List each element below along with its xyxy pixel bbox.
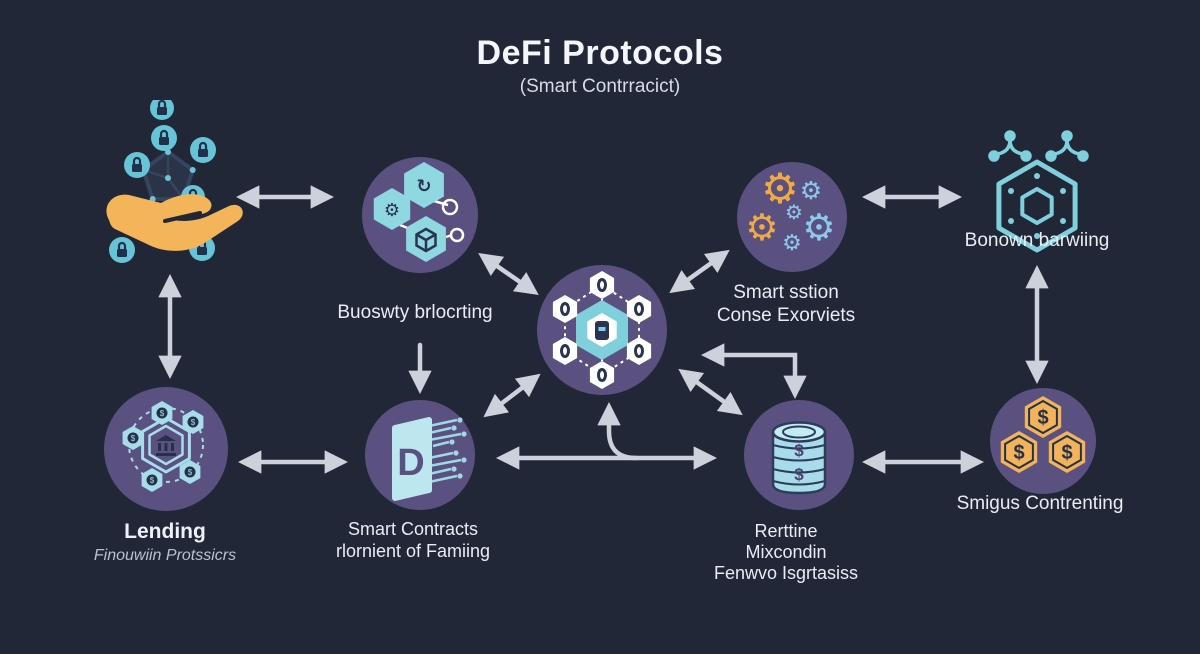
dollar-glyph: $ xyxy=(1013,442,1024,464)
d-letter-glyph: D xyxy=(397,442,424,484)
gears-icon: ⚙ ⚙ ⚙ ⚙ ⚙ ⚙ xyxy=(745,164,835,256)
gear-glyph: ⚙ xyxy=(384,200,400,221)
dollar-glyph: $ xyxy=(191,418,196,427)
gear-orange-large: ⚙ xyxy=(761,164,799,213)
gear-blue-3: ⚙ xyxy=(782,231,802,256)
core-protocol-node xyxy=(537,265,667,395)
hexagon-dots xyxy=(1008,173,1066,239)
lending-subtitle: Finouwiin Protssicrs xyxy=(93,547,237,564)
hexagon-refresh xyxy=(404,162,444,208)
dollar-glyph: $ xyxy=(160,409,165,418)
hand-icon xyxy=(106,194,243,251)
coin-bands xyxy=(772,444,826,486)
ledger-panel xyxy=(392,417,432,501)
bank-glyph xyxy=(156,435,176,456)
dollar-glyph: $ xyxy=(150,476,155,485)
borrowing-node xyxy=(975,128,1100,256)
d-ledger-circuit-icon: D xyxy=(392,417,467,501)
dollar-glyph: $ xyxy=(131,434,136,443)
hand-network-node xyxy=(95,100,245,265)
gears-node: ⚙ ⚙ ⚙ ⚙ ⚙ ⚙ xyxy=(737,162,847,272)
arrow-core-gears xyxy=(669,249,730,294)
reserves-label-line3: Fenwvo Isgrtasiss xyxy=(713,563,859,583)
reserves-label-line2: Mixcondin xyxy=(745,542,827,562)
page-subtitle: (Smart Contrracict) xyxy=(519,76,681,97)
hexagon-network-lock-icon xyxy=(552,271,652,389)
dollar-hexagons-icon: $ $ $ xyxy=(1000,396,1086,473)
dollar-glyph: $ xyxy=(1037,407,1048,429)
smart-contracts-label-line1: Smart Contracts xyxy=(347,519,479,539)
coin-stack-icon: $ $ xyxy=(771,421,827,495)
refresh-glyph: ↻ xyxy=(416,176,431,196)
page-title: DeFi Protocols xyxy=(476,34,724,72)
smart-contracts-node: D xyxy=(365,400,475,510)
gear-blue-2: ⚙ xyxy=(802,206,835,249)
gear-blue-1: ⚙ xyxy=(800,176,822,205)
gear-orange-small: ⚙ xyxy=(745,206,778,249)
dollar-glyph: $ xyxy=(188,468,193,477)
collateral-node: $ $ $ xyxy=(990,388,1096,494)
hexagon-molecule-icon xyxy=(988,130,1089,253)
reserves-label-line1: Rerttine xyxy=(754,521,818,541)
molecule-glyphs xyxy=(988,130,1089,162)
dollar-glyph: $ xyxy=(1061,442,1072,464)
circuit-lines xyxy=(428,418,462,484)
gears-label-line1: Smart sstion xyxy=(733,282,839,303)
hexagon-cluster-bank-icon: $ $ $ $ $ xyxy=(122,401,204,492)
arrow-elbow-core-reserves xyxy=(700,343,807,400)
hand-holding-network-icon xyxy=(106,100,243,263)
borrowing-label: Bonown barwiing xyxy=(964,230,1110,251)
arrow-contracts-core xyxy=(483,373,541,418)
reserves-node: $ $ xyxy=(744,400,854,510)
collateral-label: Smigus Contrenting xyxy=(956,493,1124,514)
gear-blue-4: ⚙ xyxy=(785,200,803,224)
hexagon-gear xyxy=(373,188,411,230)
lock-badges xyxy=(109,100,216,263)
arrow-core-reserves xyxy=(678,368,743,416)
coin-hexagons: $ $ $ $ $ xyxy=(122,401,204,492)
lending-node: $ $ $ $ $ xyxy=(104,387,228,511)
dollar-glyph: $ xyxy=(794,441,804,460)
box-glyph xyxy=(415,227,437,253)
smart-contracts-label-line2: rlornient of Famiing xyxy=(335,541,491,561)
circuit-dots xyxy=(449,417,467,479)
dollar-glyph: $ xyxy=(794,465,804,484)
arrow-bundle-core xyxy=(478,252,539,296)
linked-hexagons-icon: ↻ ⚙ xyxy=(373,162,465,262)
lending-title: Lending xyxy=(124,520,206,543)
arrow-branch-up-core xyxy=(597,401,639,461)
bundled-blocks-label: Buoswty brlocrting xyxy=(337,302,493,323)
bundled-blocks-node: ↻ ⚙ xyxy=(362,157,478,273)
satellite-hexagons xyxy=(552,271,652,389)
gears-label-line2: Conse Exorviets xyxy=(716,305,856,326)
